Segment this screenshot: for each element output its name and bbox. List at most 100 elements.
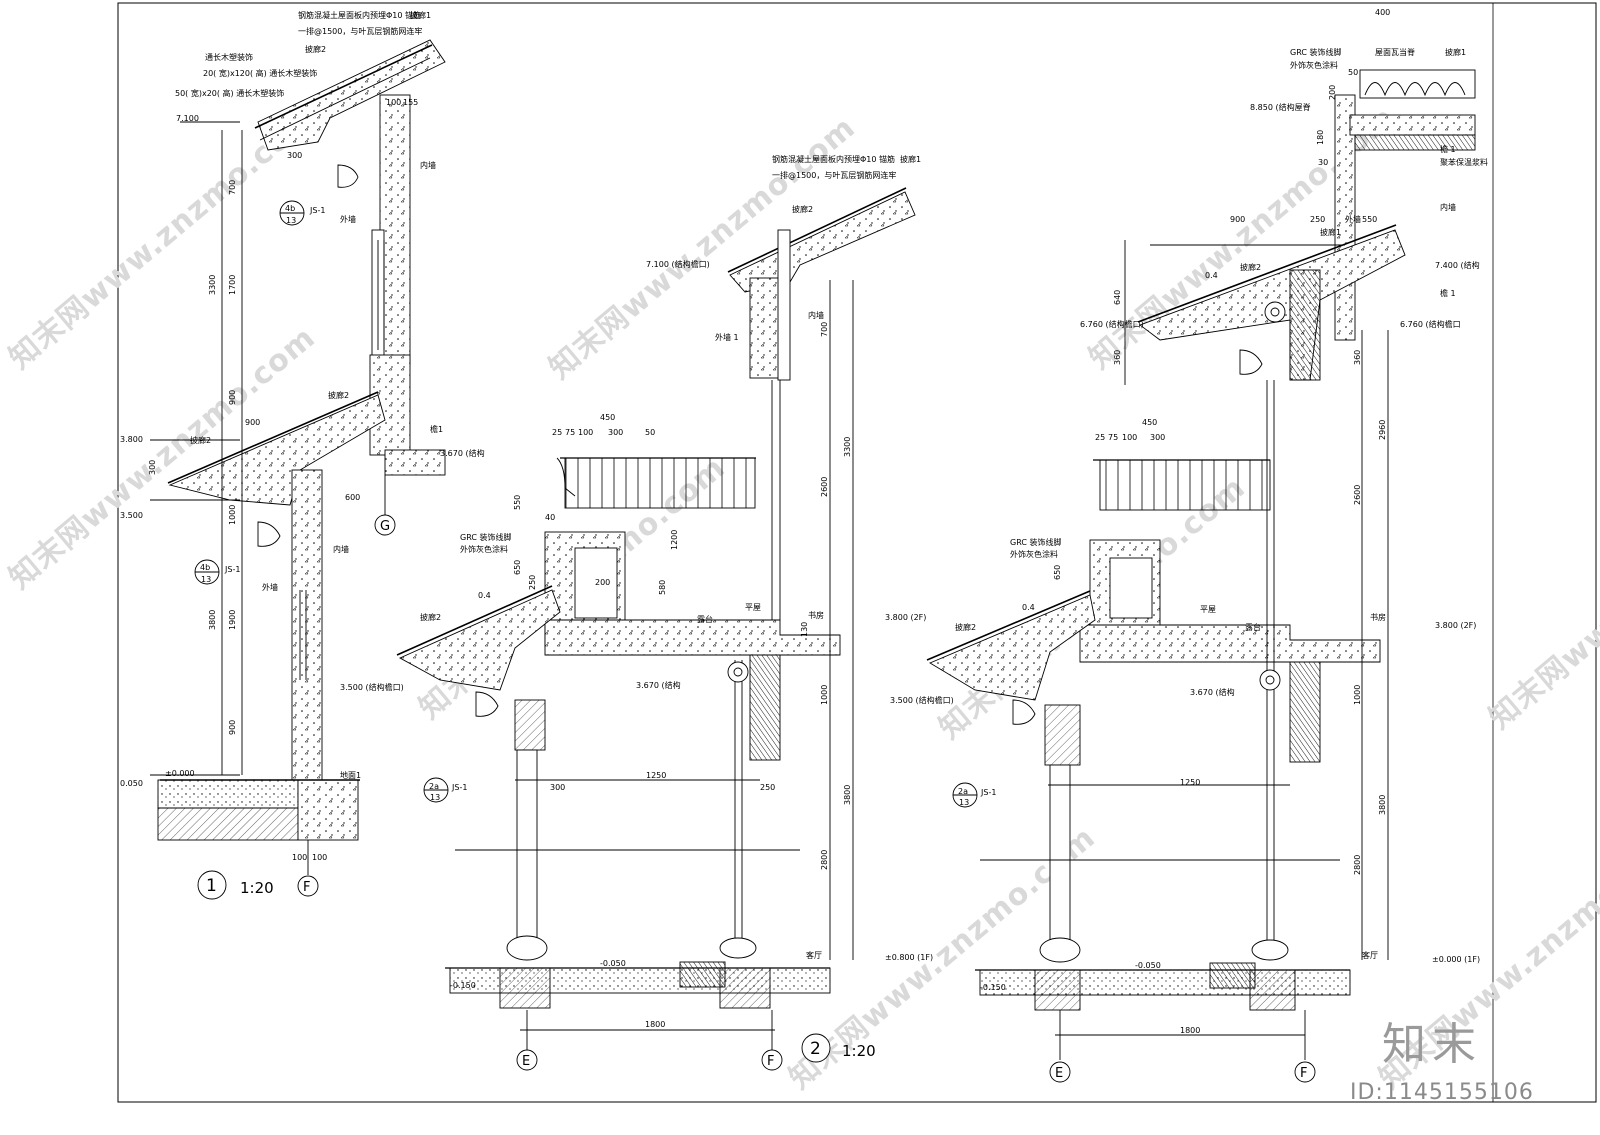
dim-100b: 100 bbox=[292, 853, 307, 862]
dim-1900: 1900 bbox=[228, 610, 237, 630]
note-outer-wall: 外墙 1 bbox=[715, 332, 739, 342]
note-grc: GRC 装饰线脚 bbox=[460, 532, 512, 542]
dim-3300: 3300 bbox=[208, 275, 217, 295]
dim-300: 300 bbox=[287, 151, 302, 160]
dim-1000: 1000 bbox=[228, 505, 237, 525]
section-2-drawing bbox=[396, 187, 916, 1071]
dim-300: 300 bbox=[608, 428, 623, 437]
dim-550: 550 bbox=[513, 495, 522, 510]
note-inner-wall-2: 内墙 bbox=[333, 544, 349, 554]
dim-2600: 2600 bbox=[1353, 485, 1362, 505]
note-terrace: 露台 bbox=[1245, 622, 1261, 632]
dim-3800: 3800 bbox=[843, 785, 852, 805]
note-grc2: 外饰灰色涂料 bbox=[1010, 549, 1058, 559]
section-3-axis-e: E bbox=[1055, 1066, 1063, 1081]
dim-900: 900 bbox=[1230, 215, 1245, 224]
dim-25: 25 bbox=[1095, 433, 1105, 442]
note-outer-wall-2: 外墙 bbox=[262, 582, 278, 592]
detail-tag: JS-1 bbox=[451, 783, 467, 792]
dim-900b: 900 bbox=[245, 418, 260, 427]
section-2-number: 2 bbox=[810, 1039, 821, 1059]
section-1-labels: 钢筋混凝土屋面板内预埋Φ10 锚筋 一排@1500，与叶瓦层钢筋网连牢 披廊1 … bbox=[120, 10, 485, 897]
detail-sheet: 13 bbox=[959, 798, 969, 807]
dim-360b: 360 bbox=[1353, 350, 1362, 365]
document-id: ID:1145155106 bbox=[1350, 1080, 1534, 1105]
dim-360: 360 bbox=[1113, 350, 1122, 365]
section-2-labels: 钢筋混凝土屋面板内预埋Φ10 锚筋 一排@1500，与叶瓦层钢筋网连牢 披廊1 … bbox=[340, 154, 933, 1069]
dim-155: 155 bbox=[403, 98, 418, 107]
level-0050: -0.050 bbox=[600, 959, 626, 968]
level-0150: -0.150 bbox=[980, 983, 1006, 992]
note-tile-mid: 披廊2 bbox=[792, 204, 813, 214]
slope-value: 0.4 bbox=[478, 591, 491, 600]
level-8850: 8.850 (结构屋脊 bbox=[1250, 102, 1311, 112]
level-6760-right: 6.760 (结构檐口 bbox=[1400, 319, 1461, 329]
dim-300: 300 bbox=[1150, 433, 1165, 442]
section-1-number: 1 bbox=[206, 876, 217, 896]
detail-sheet: 13 bbox=[430, 793, 440, 802]
dim-180: 180 bbox=[1316, 130, 1325, 145]
level-3500: 3.500 (结构檐口) bbox=[890, 695, 954, 705]
section-3-labels: GRC 装饰线脚 外饰灰色涂料 屋面瓦当脊 披廊1 檐 1 聚苯保温浆料 内墙 … bbox=[890, 8, 1488, 1081]
dim-3300: 3300 bbox=[843, 437, 852, 457]
dim-1700: 1700 bbox=[228, 275, 237, 295]
note-wood-trim-1: 通长木塑装饰 bbox=[205, 52, 253, 62]
note-tile-2: 披廊2 bbox=[305, 44, 326, 54]
note-grc-top: GRC 装饰线脚 bbox=[1290, 47, 1342, 57]
dim-75: 75 bbox=[1108, 433, 1118, 442]
dim-400: 400 bbox=[1375, 8, 1390, 17]
note-roof-rc2: 一排@1500，与叶瓦层钢筋网连牢 bbox=[298, 26, 422, 36]
detail-bot-sheet: 13 bbox=[201, 575, 211, 584]
level-0000: ±0.000 bbox=[165, 769, 195, 778]
note-wood-trim-2: 20( 宽)x120( 高) 通长木塑装饰 bbox=[203, 68, 317, 78]
level-7100: 7.100 (结构檐口) bbox=[646, 259, 710, 269]
dim-2800: 2800 bbox=[820, 850, 829, 870]
dim-1800: 1800 bbox=[1180, 1026, 1200, 1035]
note-tile-low: 披廊2 bbox=[420, 612, 441, 622]
dim-2600: 2600 bbox=[820, 477, 829, 497]
section-3-axis-f: F bbox=[1300, 1066, 1307, 1081]
level-3500: 3.500 bbox=[120, 511, 143, 520]
note-tile-3: 披廊2 bbox=[328, 390, 349, 400]
detail-bot-tag: JS-1 bbox=[224, 565, 240, 574]
note-study: 书房 bbox=[1370, 612, 1386, 622]
note-outer-wall: 外墙 bbox=[1345, 214, 1361, 224]
dim-2800: 2800 bbox=[1353, 855, 1362, 875]
note-struct: 3.670 (结构 bbox=[1190, 687, 1235, 697]
dim-700: 700 bbox=[228, 180, 237, 195]
dim-550: 550 bbox=[1362, 215, 1377, 224]
level-0000: ±0.800 (1F) bbox=[885, 953, 933, 962]
dim-1000: 1000 bbox=[820, 685, 829, 705]
note-outer-wall: 外墙 bbox=[340, 214, 356, 224]
note-living: 客厅 bbox=[1362, 950, 1378, 960]
level-3800: 3.800 bbox=[120, 435, 143, 444]
dim-640: 640 bbox=[1113, 290, 1122, 305]
note-struct: 3.670 (结构 bbox=[636, 680, 681, 690]
dim-3800: 3800 bbox=[208, 610, 217, 630]
dim-40: 40 bbox=[545, 513, 555, 522]
note-living: 客厅 bbox=[806, 950, 822, 960]
note-tile-4: 披廊2 bbox=[190, 435, 211, 445]
note-beam-2: 檐 1 bbox=[1440, 288, 1456, 298]
slope-value-2: 0.4 bbox=[1205, 271, 1218, 280]
dim-650: 650 bbox=[513, 560, 522, 575]
detail-top-sheet: 13 bbox=[286, 216, 296, 225]
dim-130: 130 bbox=[800, 622, 809, 637]
detail-num: 2a bbox=[429, 782, 439, 791]
dim-100c: 100 bbox=[312, 853, 327, 862]
dim-200: 200 bbox=[1328, 85, 1337, 100]
dim-250b: 250 bbox=[760, 783, 775, 792]
watermark-text: 知末网www.znzmo.com bbox=[1483, 460, 1600, 736]
dim-50: 50 bbox=[1348, 68, 1358, 77]
dim-75: 75 bbox=[565, 428, 575, 437]
level-6760: 6.760 (结构檐口) bbox=[1080, 319, 1144, 329]
section-2-axis-e: E bbox=[522, 1054, 530, 1069]
detail-top-tag: JS-1 bbox=[309, 206, 325, 215]
dim-250: 250 bbox=[1310, 215, 1325, 224]
section-3-drawing bbox=[926, 69, 1476, 1083]
note-tile-mid: 披廊2 bbox=[1240, 262, 1261, 272]
dim-2960: 2960 bbox=[1378, 420, 1387, 440]
note-study: 书房 bbox=[808, 610, 824, 620]
section-1-drawing bbox=[150, 39, 446, 900]
